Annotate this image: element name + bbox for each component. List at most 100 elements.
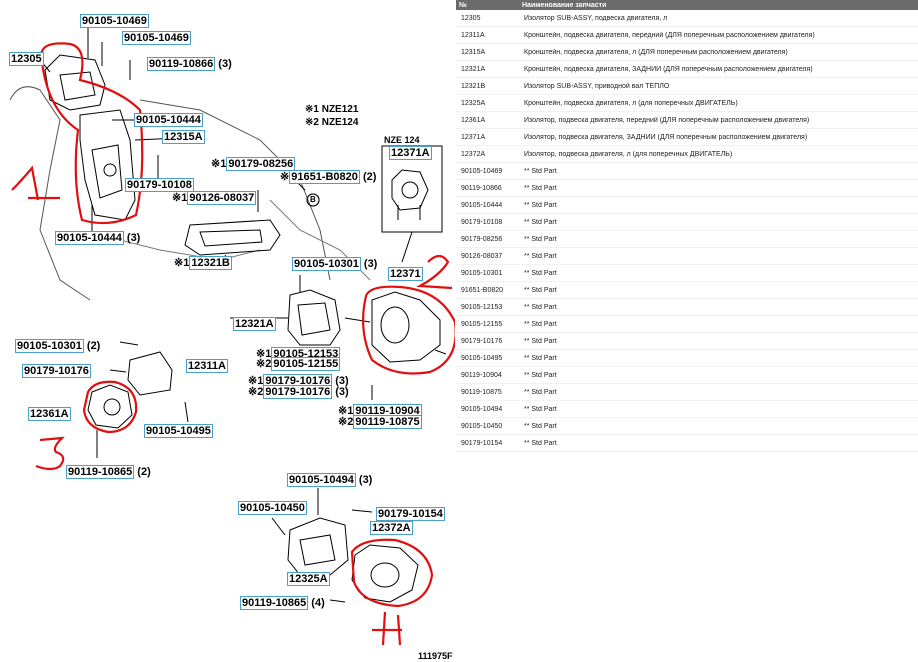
part-name-cell: ** Std Part xyxy=(524,286,557,294)
table-row[interactable]: 90105-10444** Std Part xyxy=(456,197,918,214)
legend-nze121: ※1 NZE121 xyxy=(305,104,359,115)
part-label[interactable]: 90105-10450 xyxy=(238,501,307,515)
part-label[interactable]: 12305 xyxy=(9,52,44,66)
part-label[interactable]: 90105-10301 (3) xyxy=(292,257,378,271)
part-label[interactable]: 90105-10444 xyxy=(134,113,203,127)
table-row[interactable]: 90105-12155** Std Part xyxy=(456,316,918,333)
table-row[interactable]: 90179-10108 ** Std Part xyxy=(456,214,918,231)
table-row[interactable]: 12315A Кронштейн, подвеска двигателя, л (… xyxy=(456,44,918,61)
table-row[interactable]: 90105-10450 ** Std Part xyxy=(456,418,918,435)
part-number-cell: 90179-10176 xyxy=(461,337,503,345)
part-number-cell: 90179-10154 xyxy=(461,439,503,447)
red-number-1 xyxy=(11,165,60,201)
red-number-4 xyxy=(372,611,402,646)
part-number-cell: 90105-10494 xyxy=(461,405,503,413)
part-number-cell: 91651-B0820 xyxy=(461,286,504,294)
part-name-cell: ** Std Part xyxy=(524,422,557,430)
part-name-cell: ** Std Part xyxy=(524,439,557,447)
table-row[interactable]: 91651-B0820 ** Std Part xyxy=(456,282,918,299)
part-label[interactable]: 90179-10154 xyxy=(376,507,445,521)
table-row[interactable]: 90105-12153** Std Part xyxy=(456,299,918,316)
table-row[interactable]: 90126-08037** Std Part xyxy=(456,248,918,265)
part-label[interactable]: 12371A xyxy=(389,146,432,160)
column-header-name: Наименование запчасти xyxy=(522,1,607,9)
part-label[interactable]: 12361A xyxy=(28,407,71,421)
part-label[interactable]: 12315A xyxy=(162,130,205,144)
table-row[interactable]: 90179-10154 ** Std Part xyxy=(456,435,918,452)
part-number-cell: 90105-10469 xyxy=(461,167,503,175)
part-number-cell: 12321B xyxy=(461,82,486,90)
part-number-cell: 90119-10875 xyxy=(461,388,502,396)
table-row[interactable]: 90119-10866** Std Part xyxy=(456,180,918,197)
table-row[interactable]: 90105-10301** Std Part xyxy=(456,265,918,282)
table-row[interactable]: 90119-10904** Std Part xyxy=(456,367,918,384)
part-label[interactable]: 90105-10495 xyxy=(144,424,213,438)
part-name-cell: Изолятор, подвеска двигателя, ЗАДНИЙ (ДЛ… xyxy=(524,133,808,141)
part-number-cell: 12372A xyxy=(461,150,486,158)
part-label[interactable]: 90105-10301 (2) xyxy=(15,339,101,353)
parts-diagram: 90105-10469 90105-10469 12305 90119-1086… xyxy=(0,0,455,662)
table-row[interactable]: 12321B Изолятор SUB-ASSY, приводной вал Т… xyxy=(456,78,918,95)
part-label[interactable]: 90105-10469 xyxy=(122,31,191,45)
part-label[interactable]: 12325A xyxy=(287,572,330,586)
part-label[interactable]: 90179-10176 xyxy=(22,364,91,378)
red-number-2 xyxy=(416,254,453,290)
part-label[interactable]: 90105-10494 (3) xyxy=(287,473,373,487)
table-row[interactable]: 90105-10469 ** Std Part xyxy=(456,163,918,180)
table-row[interactable]: 90105-10494 ** Std Part xyxy=(456,401,918,418)
part-name-cell: ** Std Part xyxy=(524,235,557,243)
red-circle-4 xyxy=(350,538,434,608)
part-number-cell: 90179-10108 xyxy=(461,218,503,226)
part-number-cell: 12321A xyxy=(461,65,486,73)
part-name-cell: ** Std Part xyxy=(524,405,557,413)
part-label[interactable]: 12311A xyxy=(186,359,228,373)
part-name-cell: ** Std Part xyxy=(524,388,557,396)
part-label[interactable]: 90105-10469 xyxy=(80,14,149,28)
table-row[interactable]: 90105-10495** Std Part xyxy=(456,350,918,367)
part-number-cell: 90105-10495 xyxy=(461,354,503,362)
table-row[interactable]: 90179-10176** Std Part xyxy=(456,333,918,350)
legend-nze124: ※2 NZE124 xyxy=(305,117,359,128)
red-number-3 xyxy=(35,436,65,471)
part-name-cell: ** Std Part xyxy=(524,167,557,175)
part-name-cell: ** Std Part xyxy=(524,303,557,311)
table-row[interactable]: 90179-08256** Std Part xyxy=(456,231,918,248)
part-name-cell: Изолятор SUB-ASSY, приводной вал ТЕПЛО xyxy=(524,82,670,90)
part-label[interactable]: 90119-10865 (2) xyxy=(66,465,151,479)
part-label[interactable]: 90119-10866 (3) xyxy=(147,57,232,71)
nze124-caption: NZE 124 xyxy=(384,135,420,145)
part-label[interactable]: 12371 xyxy=(388,267,423,281)
table-row[interactable]: 90119-10875 ** Std Part xyxy=(456,384,918,401)
part-label[interactable]: 90179-10108 xyxy=(125,178,194,192)
part-name-cell: Кронштейн, подвеска двигателя, л (ДЛЯ по… xyxy=(524,48,788,56)
part-number-cell: 12315A xyxy=(461,48,486,56)
part-label[interactable]: 90105-10444 (3) xyxy=(55,231,141,245)
part-name-cell: Кронштейн, подвеска двигателя, л (для по… xyxy=(524,99,738,107)
part-label[interactable]: 12321A xyxy=(233,317,276,331)
table-header: № Наименование запчасти xyxy=(456,0,918,10)
part-number-cell: 90119-10866 xyxy=(461,184,502,192)
part-label[interactable]: 90119-10865 (4) xyxy=(240,596,325,610)
part-label[interactable]: 12372A xyxy=(370,521,413,535)
part-name-cell: Изолятор, подвеска двигателя, передний (… xyxy=(524,116,810,124)
part-name-cell: ** Std Part xyxy=(524,201,557,209)
part-number-cell: 90105-10450 xyxy=(461,422,503,430)
part-label[interactable]: ※91651-B0820 (2) xyxy=(280,170,377,184)
part-name-cell: ** Std Part xyxy=(524,218,557,226)
